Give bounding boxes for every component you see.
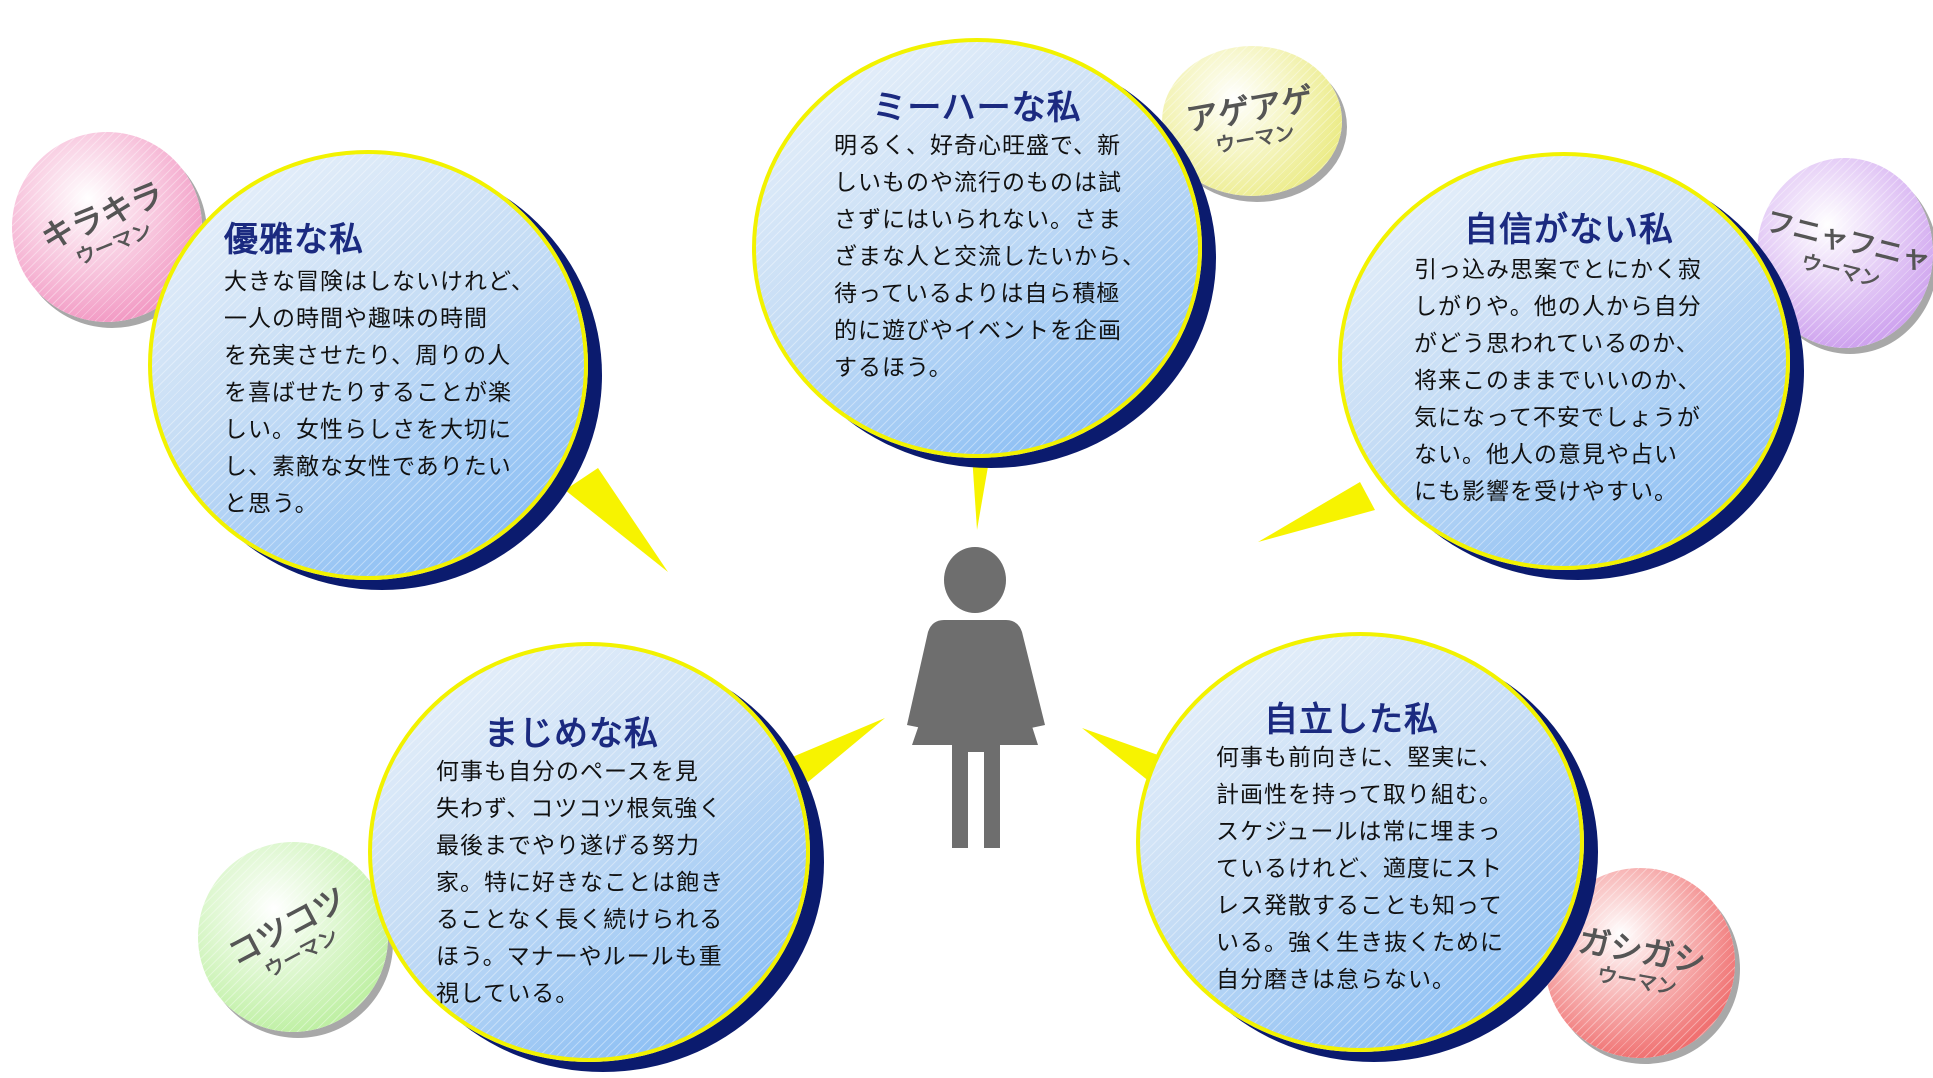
bubble-majime-description: 何事も自分のペースを見 失わず、コツコツ根気強く 最後までやり遂げる努力 家。特… <box>436 759 724 1007</box>
badge-gashigashi: ガシガシ ウーマン <box>1545 868 1735 1058</box>
bubble-jiritsu-title: 自立した私 <box>1264 700 1439 740</box>
bubble-jishin-description: 引っ込み思案でとにかく寂 しがりや。他の人から自分 がどう思われているのか、 将… <box>1414 257 1702 505</box>
bubble-mihaa-title: ミーハーな私 <box>872 88 1082 128</box>
bubble-mihaa-description: 明るく、好奇心旺盛で、新 しいものや流行のものは試 さずにはいられない。さま ざ… <box>834 133 1146 381</box>
bubble-yuuga-title: 優雅な私 <box>224 220 364 260</box>
badge-kotsukotsu: コツコツ ウーマン <box>198 842 388 1032</box>
bubble-majime: まじめな私 何事も自分のペースを見 失わず、コツコツ根気強く 最後までやり遂げる… <box>368 642 810 1062</box>
bubble-mihaa: ミーハーな私 明るく、好奇心旺盛で、新 しいものや流行のものは試 さずにはいられ… <box>752 38 1202 458</box>
bubble-majime-title: まじめな私 <box>484 714 659 754</box>
bubble-jishin-title: 自信がない私 <box>1464 210 1674 250</box>
bubble-jiritsu: 自立した私 何事も前向きに、堅実に、 計画性を持って取り組む。 スケジュールは常… <box>1136 632 1584 1052</box>
pointer-majime <box>790 718 885 782</box>
badge-funyafunya: フニャフニャ ウーマン <box>1757 158 1933 348</box>
pointer-mihaa <box>972 455 990 530</box>
pointer-yuuga <box>565 468 668 572</box>
bubble-yuuga: 優雅な私 大きな冒険はしないけれど、 一人の時間や趣味の時間 を充実させたり、周… <box>148 150 588 580</box>
bubble-yuuga-description: 大きな冒険はしないけれど、 一人の時間や趣味の時間 を充実させたり、周りの人 を… <box>224 269 535 517</box>
pointer-jiritsu <box>1082 728 1158 782</box>
pointer-jishin <box>1258 482 1375 542</box>
badge-ageage: アゲアゲ ウーマン <box>1162 46 1342 196</box>
bubble-jiritsu-description: 何事も前向きに、堅実に、 計画性を持って取り組む。 スケジュールは常に埋まっ て… <box>1216 745 1504 993</box>
bubble-jishin: 自信がない私 引っ込み思案でとにかく寂 しがりや。他の人から自分 がどう思われて… <box>1338 152 1790 570</box>
